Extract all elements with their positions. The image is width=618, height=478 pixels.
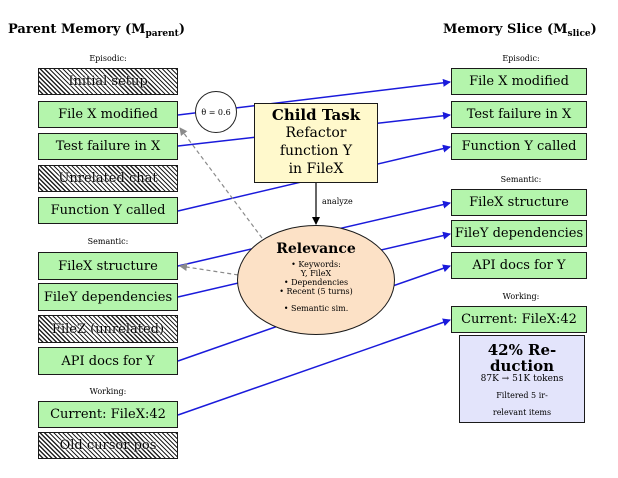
dashed-link-relevance-to-filex-structure [179,263,246,277]
child-task-box: Child Task Refactor function Y in FileX [254,103,378,183]
child-task-line-0: Refactor [285,125,347,141]
parent-working-label: Working: [89,387,127,396]
slice-semantic-item-2: API docs for Y [451,252,587,279]
relevance-item: • Recent (5 turns) [279,287,353,296]
relevance-item: • Dependencies [283,278,349,287]
parent-semantic-label: Semantic: [87,237,129,246]
reduction-filtered-2: relevant items [492,408,552,417]
child-task-line-2: in FileX [288,161,344,177]
relevance-item: • Semantic sim. [283,304,349,313]
parent-working-item-0: Current: FileX:42 [38,401,178,428]
slice-working-label: Working: [502,292,540,301]
slice-semantic-item-1: FileY dependencies [451,220,587,247]
parent-episodic-label: Episodic: [89,54,127,63]
memory-slice-heading: Memory Slice (Mslice) [443,22,597,39]
relevance-item: Y, FileX [300,269,332,278]
reduction-title-1: 42% Re- [487,341,557,359]
threshold-node: θ = 0.6 [195,91,237,133]
parent-semantic-item-0: FileX structure [38,252,178,280]
child-task-line-1: function Y [279,143,353,159]
parent-episodic-item-0: Initial setup [38,68,178,95]
relevance-node: Relevance • Keywords: Y, FileX • Depende… [237,225,395,335]
parent-episodic-item-4: Function Y called [38,197,178,224]
slice-semantic-label: Semantic: [500,175,542,184]
relevance-item: • Keywords: [291,260,341,269]
slice-episodic-item-1: Test failure in X [451,101,587,128]
slice-episodic-item-2: Function Y called [451,133,587,160]
parent-episodic-item-3: Unrelated chat [38,165,178,192]
parent-episodic-item-1: File X modified [38,101,178,128]
parent-episodic-item-2: Test failure in X [38,133,178,160]
slice-working-item-0: Current: FileX:42 [451,306,587,333]
link-current-cursor [177,318,451,416]
parent-semantic-item-1: FileY dependencies [38,283,178,311]
child-task-title: Child Task [271,106,361,124]
slice-semantic-item-0: FileX structure [451,189,587,216]
dashed-link-relevance-to-file-x [179,127,263,239]
relevance-title: Relevance [276,241,356,257]
reduction-tokens: 87K → 51K tokens [480,374,564,384]
reduction-box: 42% Re- duction 87K → 51K tokens Filtere… [459,335,585,423]
parent-working-item-1: Old cursor pos [38,432,178,459]
reduction-title-2: duction [489,357,555,375]
analyze-label: analyze [322,197,353,206]
slice-episodic-item-0: File X modified [451,68,587,95]
reduction-filtered: Filtered 5 ir- [496,391,548,400]
parent-memory-heading: Parent Memory (Mparent) [8,22,185,39]
slice-episodic-label: Episodic: [502,54,540,63]
parent-semantic-item-2: FileZ (unrelated) [38,315,178,343]
parent-semantic-item-3: API docs for Y [38,347,178,375]
